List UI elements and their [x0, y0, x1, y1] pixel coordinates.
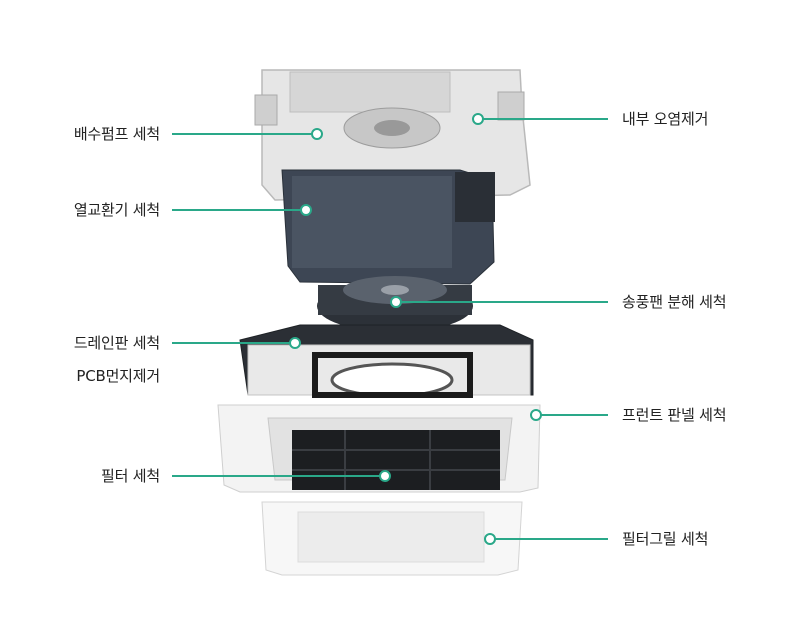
label-blower-fan: 송풍팬 분해 세척	[622, 293, 727, 311]
label-drain-pump: 배수펌프 세척	[73, 125, 160, 143]
heat-exchanger	[281, 169, 495, 285]
leader-lines	[172, 113, 608, 545]
filter	[292, 430, 500, 490]
top-housing	[254, 69, 531, 201]
label-filter: 필터 세척	[101, 467, 160, 485]
label-heat-exchanger: 열교환기 세척	[73, 201, 160, 219]
drain-pan	[239, 324, 534, 398]
label-front-panel: 프런트 판넬 세척	[622, 406, 727, 424]
label-drain-pan: 드레인판 세척	[73, 334, 160, 352]
blower-fan	[317, 276, 473, 332]
label-internal-contamination: 내부 오염제거	[622, 110, 709, 128]
filter-grille	[261, 501, 523, 576]
label-filter-grille: 필터그릴 세척	[622, 530, 709, 548]
label-pcb-dust: PCB먼지제거	[76, 367, 160, 385]
